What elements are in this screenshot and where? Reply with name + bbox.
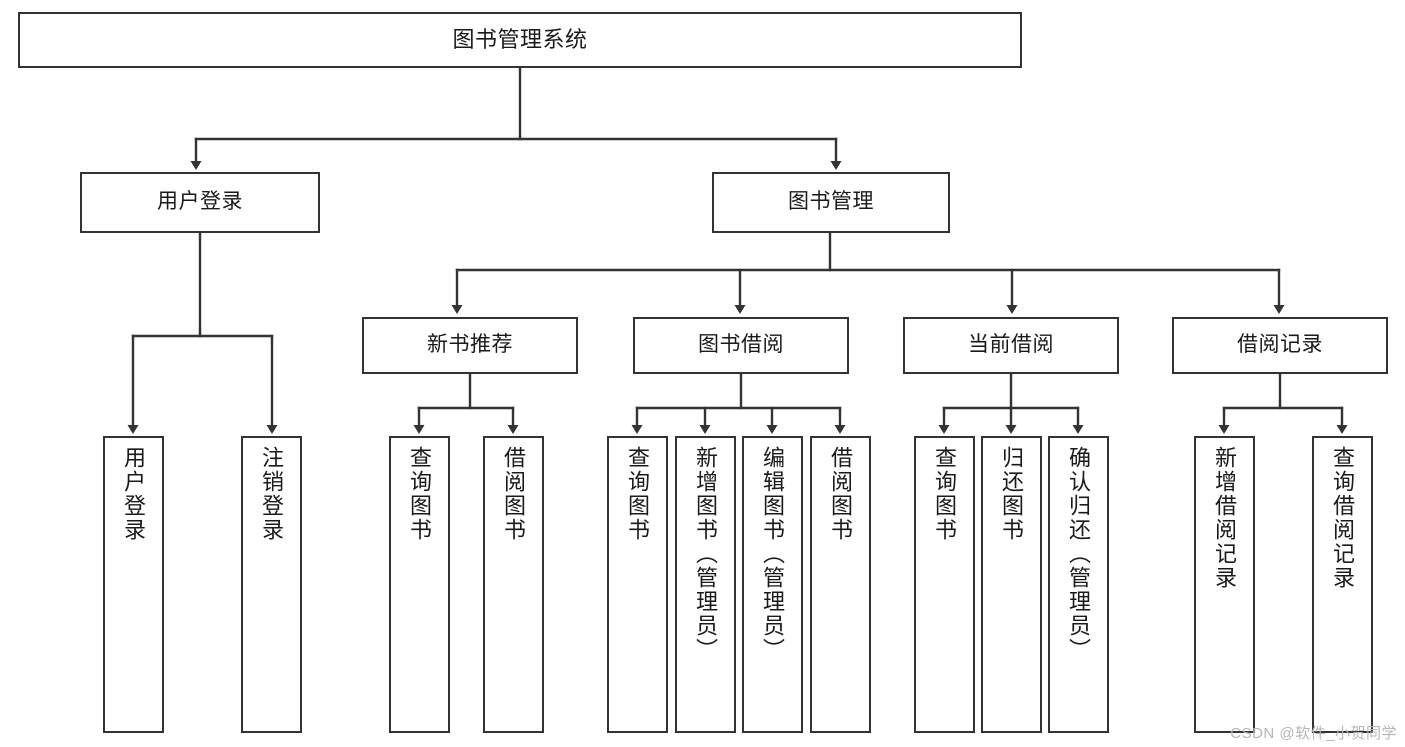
node-current-borrow[interactable]: 当前借阅 [903,317,1119,374]
watermark-text: CSDN @软件_小贺同学 [1230,725,1397,742]
leaf-new-book-borrow-book-label: 借阅图书 [501,446,527,542]
leaf-user-login-login[interactable]: 用户登录 [103,436,164,733]
node-user-login[interactable]: 用户登录 [80,172,320,233]
leaf-new-book-query-book[interactable]: 查询图书 [389,436,450,733]
node-current-borrow-label: 当前借阅 [968,333,1054,357]
leaf-book-borrow-edit-book[interactable]: 编辑图书（管理员） [742,436,803,733]
leaf-book-borrow-query-book-label: 查询图书 [625,446,651,542]
node-book-management[interactable]: 图书管理 [712,172,950,233]
leaf-user-login-logout-label: 注销登录 [259,446,285,542]
leaf-user-login-login-label: 用户登录 [121,446,147,542]
node-user-login-label: 用户登录 [157,190,243,214]
leaf-book-borrow-edit-book-label: 编辑图书（管理员） [760,446,786,662]
leaf-book-borrow-borrow-book-label: 借阅图书 [828,446,854,542]
node-root-book-management-system[interactable]: 图书管理系统 [18,12,1022,68]
leaf-current-borrow-query-book-label: 查询图书 [932,446,958,542]
leaf-current-borrow-confirm-return-label: 确认归还（管理员） [1066,446,1092,662]
leaf-borrow-record-query-record-label: 查询借阅记录 [1330,446,1356,590]
leaf-new-book-query-book-label: 查询图书 [407,446,433,542]
leaf-borrow-record-query-record[interactable]: 查询借阅记录 [1312,436,1373,733]
leaf-current-borrow-query-book[interactable]: 查询图书 [914,436,975,733]
leaf-new-book-borrow-book[interactable]: 借阅图书 [483,436,544,733]
leaf-book-borrow-add-book-label: 新增图书（管理员） [693,446,719,662]
node-root-label: 图书管理系统 [452,27,588,53]
leaf-borrow-record-add-record-label: 新增借阅记录 [1212,446,1238,590]
node-book-management-label: 图书管理 [788,190,874,214]
node-new-book-recommend[interactable]: 新书推荐 [362,317,578,374]
node-book-borrow-label: 图书借阅 [698,333,784,357]
node-borrow-record[interactable]: 借阅记录 [1172,317,1388,374]
node-borrow-record-label: 借阅记录 [1237,333,1323,357]
node-new-book-recommend-label: 新书推荐 [427,333,513,357]
leaf-user-login-logout[interactable]: 注销登录 [241,436,302,733]
leaf-book-borrow-query-book[interactable]: 查询图书 [607,436,668,733]
leaf-book-borrow-borrow-book[interactable]: 借阅图书 [810,436,871,733]
leaf-borrow-record-add-record[interactable]: 新增借阅记录 [1194,436,1255,733]
leaf-current-borrow-confirm-return[interactable]: 确认归还（管理员） [1048,436,1109,733]
leaf-book-borrow-add-book[interactable]: 新增图书（管理员） [675,436,736,733]
node-book-borrow[interactable]: 图书借阅 [633,317,849,374]
leaf-current-borrow-return-book-label: 归还图书 [999,446,1025,542]
leaf-current-borrow-return-book[interactable]: 归还图书 [981,436,1042,733]
